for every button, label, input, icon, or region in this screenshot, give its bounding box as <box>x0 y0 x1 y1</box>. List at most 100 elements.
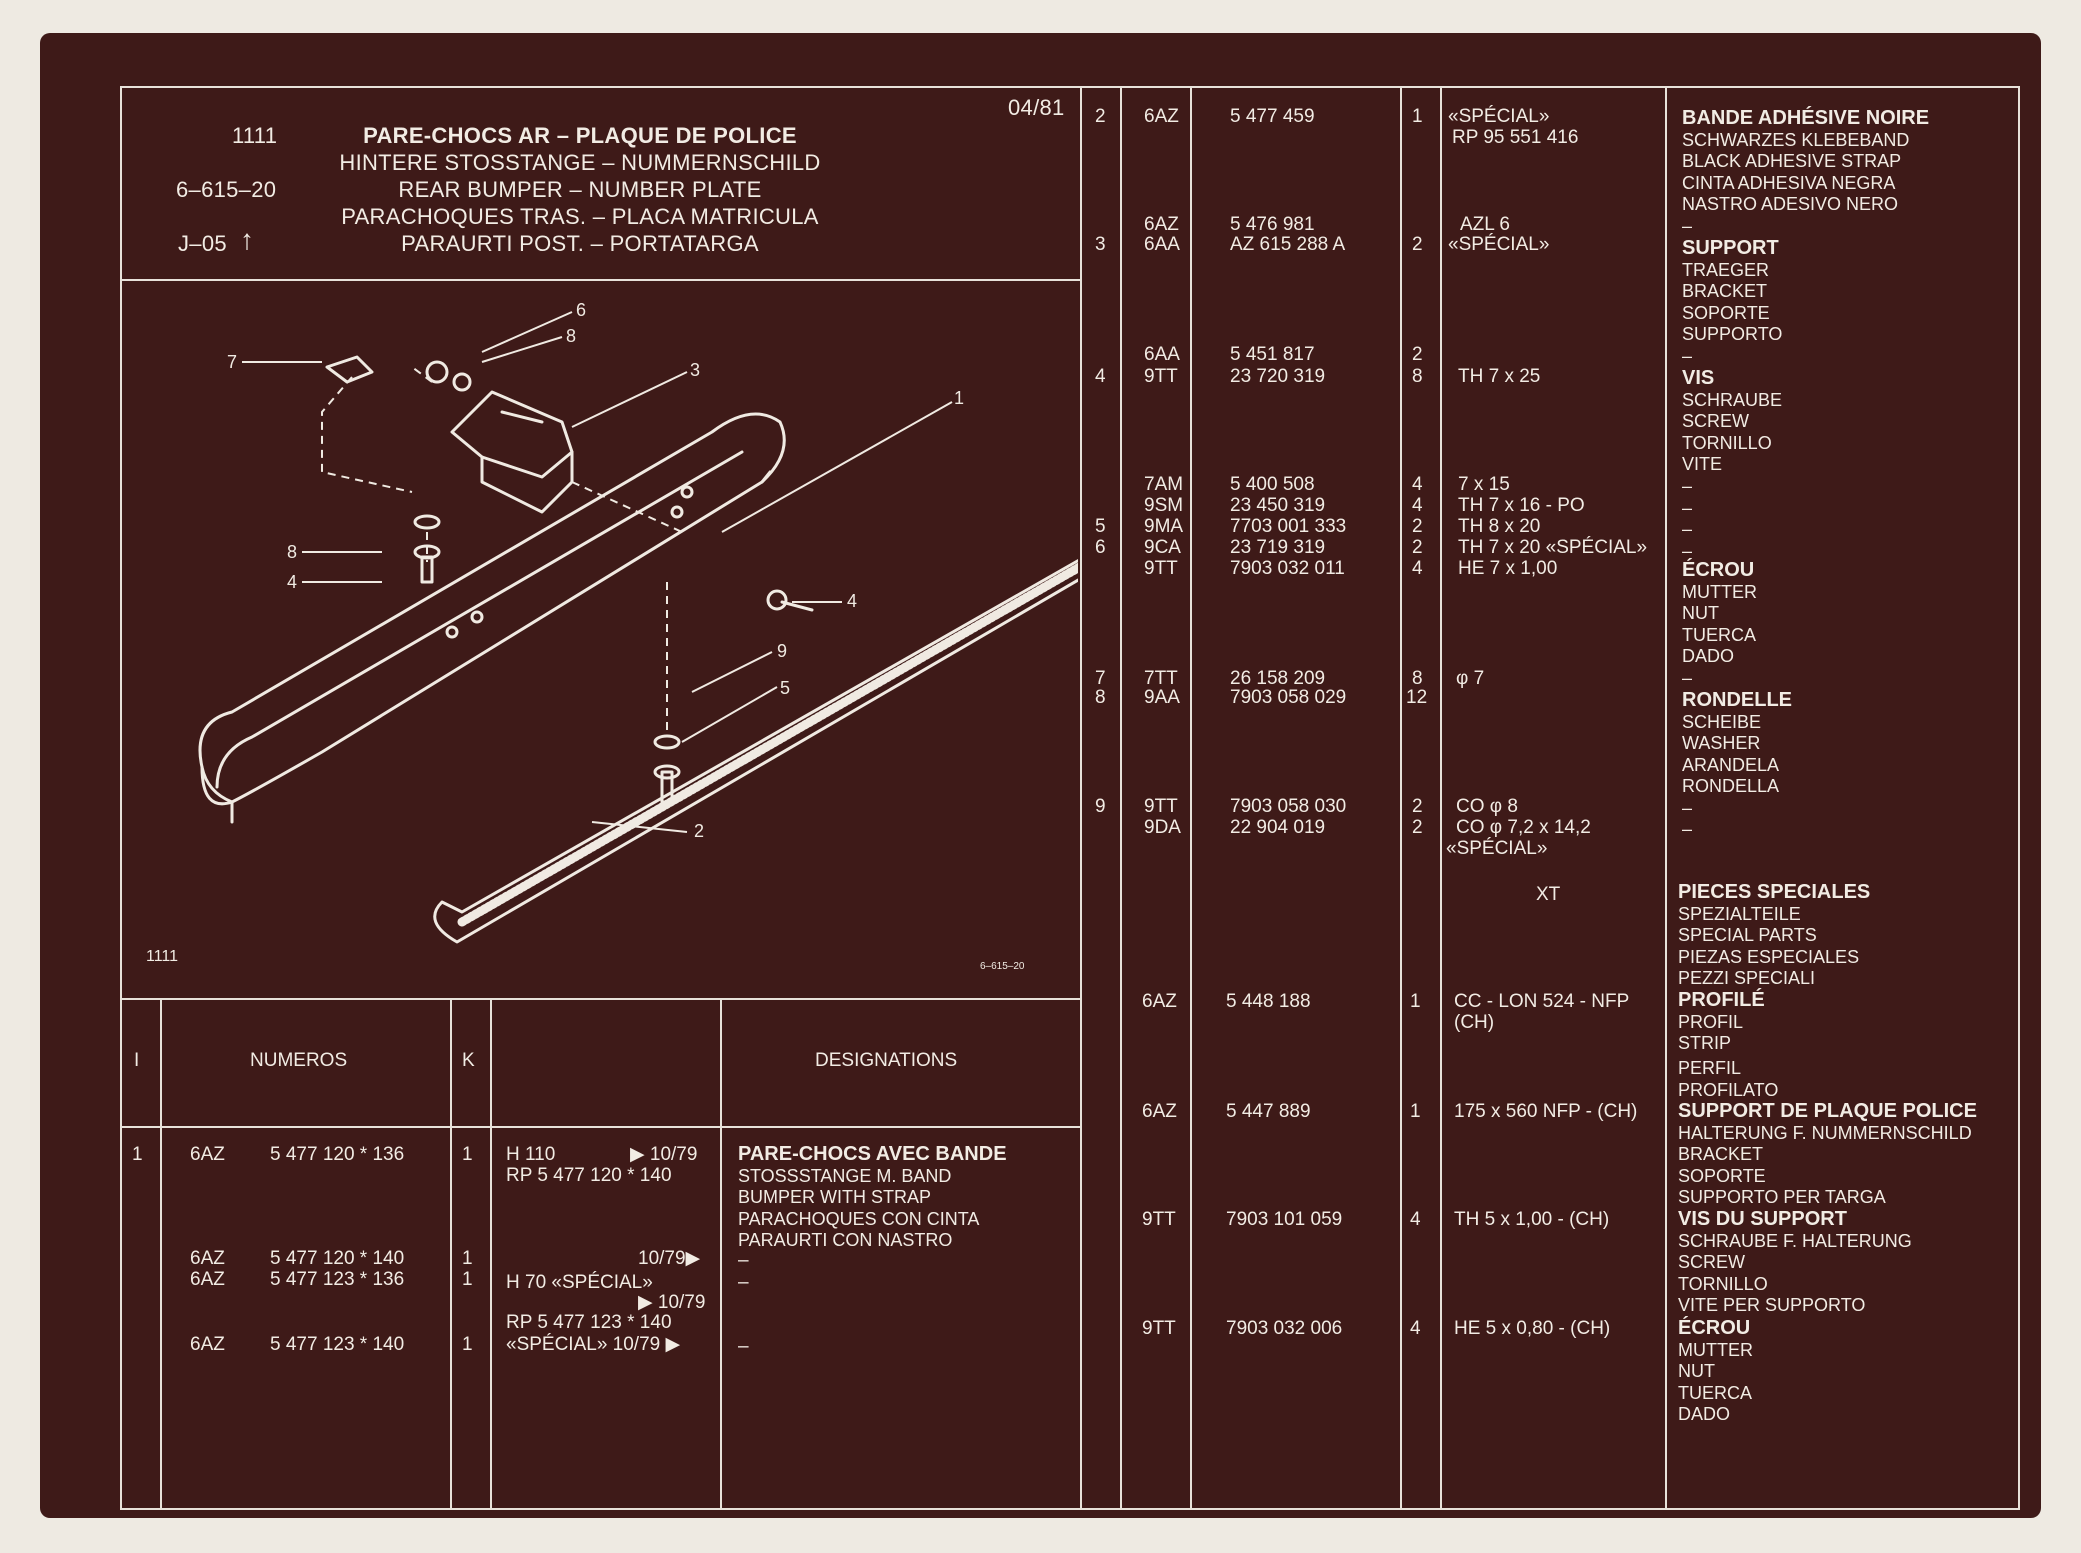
designation-line: SCHWARZES KLEBEBAND <box>1682 129 1910 150</box>
up-arrow-icon: ↑ <box>240 224 255 255</box>
quantity: 8 <box>1412 366 1423 387</box>
item-number: 6 <box>1095 537 1106 558</box>
title-de: HINTERE STOSSTANGE – NUMMERNSCHILD <box>339 150 821 175</box>
designation-line: PARE-CHOCS AVEC BANDE <box>738 1143 1007 1165</box>
designation-line: RONDELLA <box>1682 776 1780 796</box>
part-number: 5 477 123 * 140 <box>270 1334 405 1355</box>
part-code: 6AZ <box>190 1269 225 1290</box>
reference-number: 6–615–20 <box>176 177 277 202</box>
part-code: 9TT <box>1144 366 1178 387</box>
column-header-i: I <box>134 1050 140 1071</box>
designation-line: – <box>1682 819 1693 839</box>
quantity: 1 <box>1410 991 1421 1012</box>
designation-line: ARANDELA <box>1682 754 1780 775</box>
note: H 110 <box>506 1144 556 1165</box>
designation-line: PROFILATO <box>1678 1079 1779 1100</box>
issue-date: 04/81 <box>1008 95 1065 120</box>
designation-line: CINTA ADHESIVA NEGRA <box>1682 172 1896 193</box>
designation-line: – <box>1682 797 1693 818</box>
parts-sheet: 1 1 1 1 6–615–20 J–05 ↑ 04/81 PARE-CHOCS AR… <box>120 86 2020 1511</box>
designation-line: MUTTER <box>1678 1339 1753 1360</box>
quantity: 2 <box>1412 234 1423 255</box>
item-number: 8 <box>1095 687 1106 708</box>
designation-line: SUPPORT DE PLAQUE POLICE <box>1678 1100 1977 1122</box>
designation-line: – <box>1682 497 1693 518</box>
note: TH 7 x 25 <box>1458 366 1541 387</box>
quantity: 2 <box>1412 344 1423 365</box>
designation-line: PARACHOQUES CON CINTA <box>738 1208 980 1229</box>
designation-line: VIS DU SUPPORT <box>1678 1208 1847 1230</box>
designation-support: SUPPORT TRAEGER BRACKET SOPORTE SUPPORTO… <box>1682 237 1783 367</box>
part-number: 22 904 019 <box>1230 817 1326 838</box>
part-code: 9SM <box>1144 495 1184 516</box>
title-en: REAR BUMPER – NUMBER PLATE <box>398 177 762 202</box>
designation-line: VITE <box>1682 454 1723 474</box>
part-number: 23 719 319 <box>1230 537 1326 558</box>
part-code: 9MA <box>1144 516 1184 537</box>
item-number: 4 <box>1095 366 1106 387</box>
column-header-designations: DESIGNATIONS <box>815 1050 958 1071</box>
designation-line: DADO <box>1682 646 1735 666</box>
designation-line: BUMPER WITH STRAP <box>738 1187 932 1207</box>
version-code: J–05 <box>178 231 227 256</box>
quantity: 1 <box>1410 1101 1421 1122</box>
designation-line: STRIP <box>1678 1033 1732 1053</box>
designation-line: – <box>1682 519 1693 539</box>
designation-line: DADO <box>1678 1404 1731 1424</box>
callout-3: 3 <box>690 360 700 380</box>
part-number: 5 477 120 * 140 <box>270 1248 405 1269</box>
item-number: 2 <box>1095 106 1106 127</box>
note: CO φ 8 <box>1456 796 1518 817</box>
item-number: 3 <box>1095 234 1106 255</box>
item-number: 9 <box>1095 796 1106 817</box>
title-fr: PARE-CHOCS AR – PLAQUE DE POLICE <box>363 123 797 148</box>
quantity: 2 <box>1412 796 1423 817</box>
part-code: 6AZ <box>190 1144 225 1165</box>
quantity: 4 <box>1412 558 1423 579</box>
designation-line: SOPORTE <box>1682 302 1770 323</box>
quantity: 1 <box>462 1334 473 1355</box>
part-code: 9CA <box>1144 537 1181 558</box>
note: RP 5 477 123 * 140 <box>506 1312 672 1333</box>
designation-washer: RONDELLE SCHEIBE WASHER ARANDELA RONDELL… <box>1682 689 1792 841</box>
designation-line: TORNILLO <box>1682 432 1772 453</box>
note: RP 95 551 416 <box>1452 127 1579 148</box>
item-number: 5 <box>1095 516 1106 537</box>
designation-line: BRACKET <box>1678 1144 1764 1164</box>
designation-nut: ÉCROU MUTTER NUT TUERCA DADO – <box>1682 559 1757 689</box>
callout-5: 5 <box>780 678 790 698</box>
part-number: 7903 058 029 <box>1230 687 1347 708</box>
callout-4b: 4 <box>287 572 297 592</box>
callout-6: 6 <box>576 300 586 320</box>
designation-line: RONDELLE <box>1682 689 1792 711</box>
exploded-parts-diagram: 1 2 3 4 4 5 6 7 8 8 9 <box>198 300 1078 944</box>
designation-line: PIEZAS ESPECIALES <box>1678 946 1860 967</box>
designation-adhesive-strap: BANDE ADHÉSIVE NOIRE SCHWARZES KLEBEBAND… <box>1682 107 1929 237</box>
dash: – <box>738 1336 749 1357</box>
quantity: 1 <box>462 1269 473 1290</box>
part-code: 9TT <box>1144 796 1178 817</box>
part-number: 5 400 508 <box>1230 474 1315 495</box>
part-number: 5 477 123 * 136 <box>270 1269 405 1290</box>
designation-bumper: PARE-CHOCS AVEC BANDE STOSSSTANGE M. BAN… <box>738 1143 1007 1252</box>
designation-nut-2: ÉCROU MUTTER NUT TUERCA DADO <box>1678 1317 1753 1426</box>
designation-line: – <box>1682 540 1693 561</box>
designation-line: WASHER <box>1682 733 1761 753</box>
designation-line: HALTERUNG F. NUMMERNSCHILD <box>1678 1122 1972 1143</box>
designation-line: MUTTER <box>1682 581 1757 602</box>
part-number: 5 447 889 <box>1226 1101 1311 1122</box>
note: H 70 «SPÉCIAL» <box>506 1272 653 1293</box>
quantity: 4 <box>1410 1318 1421 1339</box>
designation-line: PEZZI SPECIALI <box>1678 968 1816 988</box>
designation-line: SUPPORTO <box>1682 324 1783 344</box>
part-number: 23 450 319 <box>1230 495 1326 516</box>
callout-9: 9 <box>777 641 787 661</box>
diagram-reference: 6–615–20 <box>980 961 1025 972</box>
callout-7: 7 <box>227 352 237 372</box>
designation-line: – <box>1682 667 1693 688</box>
designation-line: VITE PER SUPPORTO <box>1678 1295 1866 1315</box>
note: 7 x 15 <box>1458 474 1510 495</box>
quantity: 8 <box>1412 668 1423 689</box>
designation-strip: PROFILÉ PROFIL STRIP <box>1678 989 1765 1055</box>
part-code: 6AA <box>1144 234 1180 255</box>
